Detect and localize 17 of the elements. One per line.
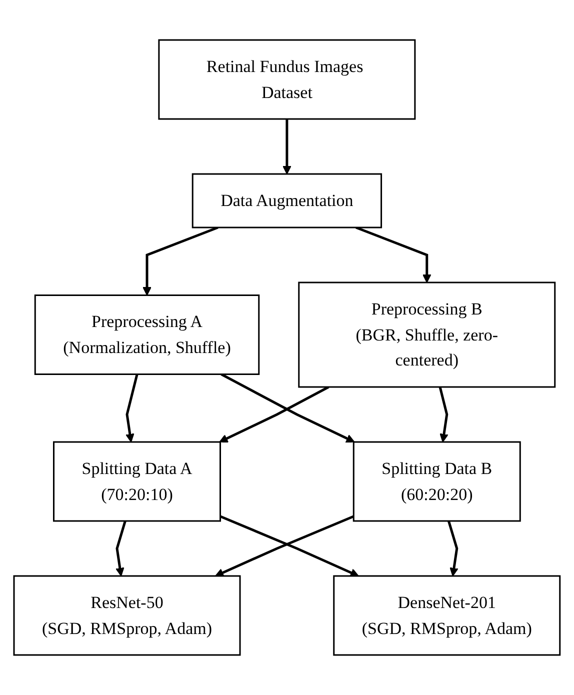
arrow [220, 373, 355, 443]
arrow [438, 386, 448, 442]
arrow [282, 119, 292, 174]
arrow [116, 520, 126, 576]
node-box: Preprocessing A (Normalization, Shuffle) [34, 294, 260, 375]
node-box: Data Augmentation [192, 173, 382, 228]
node-box: Preprocessing B (BGR, Shuffle, zero-centered) [298, 282, 556, 388]
arrow [356, 226, 432, 283]
arrow [219, 386, 330, 443]
arrow [448, 520, 458, 576]
node-box: ResNet-50 (SGD, RMSprop, Adam) [13, 575, 241, 656]
node-box: DenseNet-201 (SGD, RMSprop, Adam) [333, 575, 561, 656]
arrow [126, 374, 138, 442]
node-box: Splitting Data B (60:20:20) [352, 441, 521, 522]
node-box: Retinal Fundus Images Dataset [158, 39, 416, 120]
node-box: Splitting Data A (70:20:10) [53, 441, 222, 522]
arrow [142, 226, 218, 296]
